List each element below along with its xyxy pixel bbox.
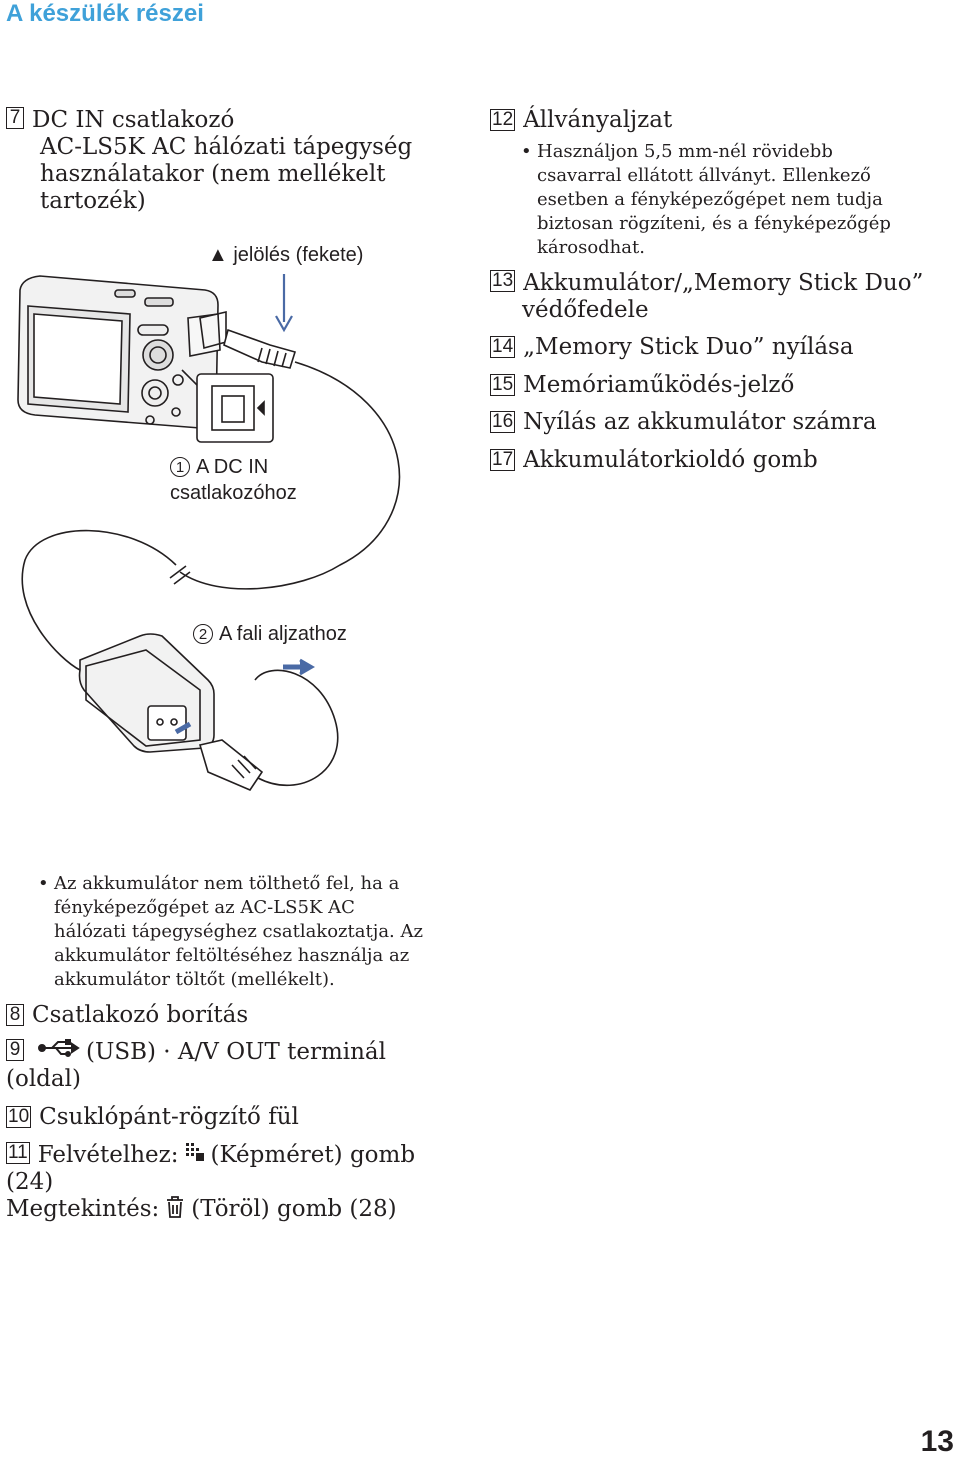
- item-9: 9 (USB) · A/V OUT terminál (oldal): [6, 1039, 386, 1092]
- item-number: 7: [6, 107, 24, 129]
- section-title: A készülék részei: [6, 0, 204, 27]
- camera-adapter-illustration: [17, 274, 401, 791]
- trash-icon: [167, 1196, 184, 1218]
- usb-icon: [38, 1039, 80, 1057]
- image-size-icon: [185, 1143, 204, 1161]
- ac-adapter-illustration: [78, 633, 215, 753]
- page-number: 13: [920, 1425, 954, 1458]
- adapter-note: • Az akkumulátor nem tölthető fel, ha a …: [38, 873, 423, 990]
- mark-label: ▲ jelölés (fekete): [208, 244, 364, 266]
- item-12-note: • Használjon 5,5 mm-nél rövidebb csavarr…: [521, 141, 891, 258]
- item-14: 14„Memory Stick Duo” nyílása: [490, 334, 854, 360]
